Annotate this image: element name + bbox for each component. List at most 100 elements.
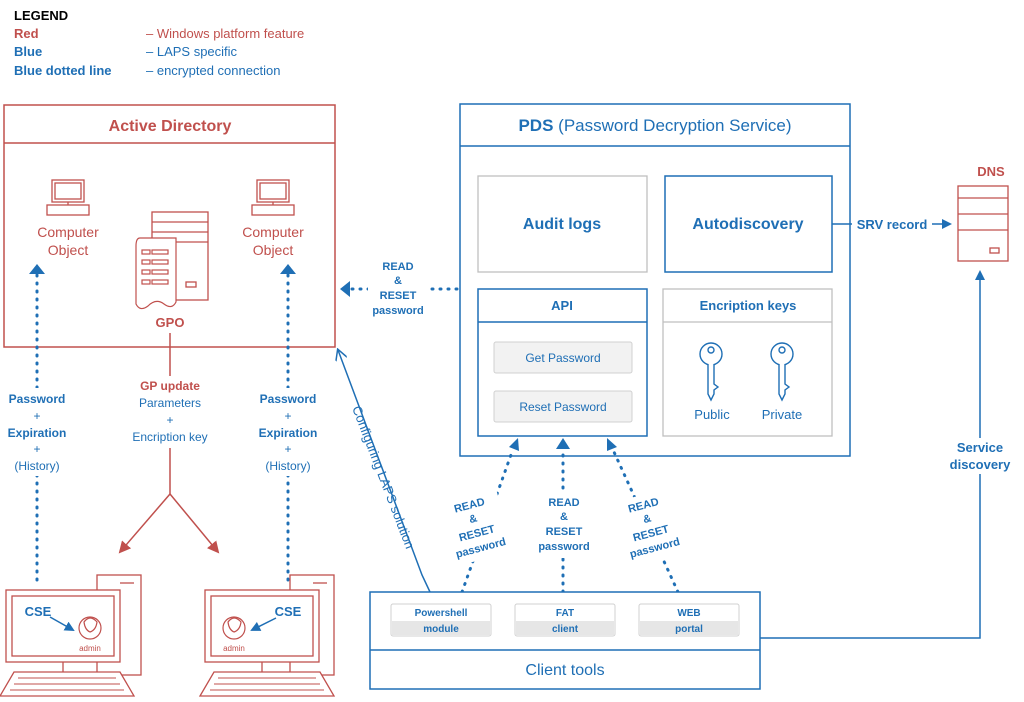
gp-update-parameters: Parameters	[139, 396, 201, 410]
autodiscovery-box	[664, 175, 833, 273]
srv-record-flow: SRV record	[832, 214, 952, 232]
client-tools-title: Client tools	[525, 662, 604, 679]
reset-password-button[interactable]	[493, 390, 633, 423]
computer-object-icon-right	[251, 179, 295, 216]
workstation-left: CSE admin	[0, 574, 142, 697]
dns-label: DNS	[977, 164, 1005, 179]
right-flow-history: (History)	[265, 459, 310, 473]
configuring-laps-label: Configuring LAPS solution	[349, 404, 417, 551]
gpo-scroll-icon	[135, 237, 177, 310]
configuring-laps-flow: Configuring LAPS solution	[338, 350, 431, 593]
rr-label-center: READ & RESET password	[534, 492, 594, 558]
autodiscovery-label: Autodiscovery	[692, 216, 803, 233]
gp-update-plus: +	[166, 413, 173, 427]
right-password-flow: Password + Expiration + (History)	[250, 264, 326, 582]
rr-center-reset: RESET	[546, 526, 583, 538]
left-flow-plus1: +	[33, 409, 40, 423]
powershell-module-button[interactable]: Powershell module	[390, 603, 492, 637]
computer-object-right-line1: Computer	[242, 224, 304, 240]
web-top-label: WEB	[677, 608, 700, 619]
computer-object-left-line2: Object	[48, 242, 89, 258]
reset-password-label: Reset Password	[519, 400, 606, 414]
cse-left: CSE	[25, 604, 52, 619]
computer-object-left-line1: Computer	[37, 224, 99, 240]
legend-red-label: Red	[14, 26, 39, 41]
right-flow-plus2: +	[284, 442, 291, 456]
get-password-label: Get Password	[525, 351, 600, 365]
client-to-api-flows: READ & RESET password READ & RESET passw…	[437, 438, 687, 594]
admin-label-left: admin	[79, 644, 101, 653]
ad-reset: RESET	[380, 290, 417, 302]
public-key-icon	[699, 342, 723, 402]
service-discovery-flow: Service discovery	[760, 270, 1012, 639]
api-label: API	[551, 298, 573, 313]
pds-box: PDS (Password Decryption Service) Audit …	[459, 103, 851, 457]
rr-label-left: READ & RESET password	[437, 487, 513, 567]
pds-to-ad-flow: READ & RESET password	[340, 256, 467, 322]
legend-blue-label: Blue	[14, 44, 42, 59]
rr-left-amp: &	[468, 513, 479, 527]
service-discovery-line1: Service	[957, 440, 1003, 455]
admin-avatar-icon-right	[222, 616, 246, 640]
public-key-label: Public	[694, 407, 730, 422]
gpo-label: GPO	[156, 315, 185, 330]
service-discovery-line2: discovery	[950, 457, 1011, 472]
gp-update-flow: GP update Parameters + Encription key	[118, 333, 220, 554]
encryption-keys-label: Encription keys	[700, 298, 797, 313]
ad-password: password	[372, 305, 423, 317]
encryption-keys-box	[662, 288, 833, 437]
rr-center-password: password	[538, 541, 589, 553]
legend-dotted-desc: – encrypted connection	[146, 63, 280, 78]
legend: LEGEND Red – Windows platform feature Bl…	[14, 8, 304, 78]
rr-right-amp: &	[642, 513, 653, 527]
left-password-flow: Password + Expiration + (History)	[4, 264, 72, 582]
private-key-label: Private	[762, 407, 802, 422]
gp-update-encryption-key: Encription key	[132, 430, 207, 444]
admin-avatar-icon-left	[78, 616, 102, 640]
right-flow-password: Password	[260, 392, 317, 406]
web-bottom-label: portal	[675, 624, 703, 635]
left-flow-history: (History)	[14, 459, 59, 473]
dns-server-icon	[957, 185, 1009, 262]
web-portal-button[interactable]: WEB portal	[638, 603, 740, 637]
get-password-button[interactable]	[493, 341, 633, 374]
dns-server: DNS	[957, 164, 1009, 262]
fat-client-button[interactable]: FAT client	[514, 603, 616, 637]
pds-title-bold: PDS	[518, 116, 553, 135]
pds-title-rest: (Password Decryption Service)	[553, 116, 791, 135]
fat-top-label: FAT	[556, 608, 574, 619]
private-key-icon	[770, 342, 794, 402]
audit-logs-label: Audit logs	[523, 216, 601, 233]
powershell-bottom-label: module	[423, 624, 459, 635]
computer-object-icon-left	[46, 179, 90, 216]
gp-update-title: GP update	[140, 379, 200, 393]
admin-label-right: admin	[223, 644, 245, 653]
left-flow-password: Password	[9, 392, 66, 406]
srv-record-label: SRV record	[857, 217, 928, 232]
legend-blue-desc: – LAPS specific	[146, 44, 238, 59]
active-directory-box: Active Directory Computer Object Compute…	[3, 104, 336, 348]
rr-center-amp: &	[560, 511, 568, 523]
legend-title: LEGEND	[14, 8, 68, 23]
cse-right: CSE	[275, 604, 302, 619]
fat-bottom-label: client	[552, 624, 579, 635]
legend-dotted-label: Blue dotted line	[14, 63, 112, 78]
audit-logs-box	[477, 175, 648, 273]
active-directory-title: Active Directory	[109, 118, 232, 135]
left-flow-expiration: Expiration	[8, 426, 67, 440]
rr-center-read: READ	[548, 497, 579, 509]
ad-amp: &	[394, 275, 402, 287]
legend-red-desc: – Windows platform feature	[146, 26, 304, 41]
right-flow-expiration: Expiration	[259, 426, 318, 440]
client-tools-box: Client tools Powershell module FAT clien…	[369, 591, 761, 690]
pds-title: PDS (Password Decryption Service)	[518, 116, 791, 135]
computer-object-right-line2: Object	[253, 242, 294, 258]
workstation-right: CSE admin	[198, 574, 336, 697]
ad-read: READ	[382, 261, 413, 273]
left-flow-plus2: +	[33, 442, 40, 456]
powershell-top-label: Powershell	[415, 608, 468, 619]
right-flow-plus1: +	[284, 409, 291, 423]
rr-label-right: READ & RESET password	[611, 487, 687, 567]
